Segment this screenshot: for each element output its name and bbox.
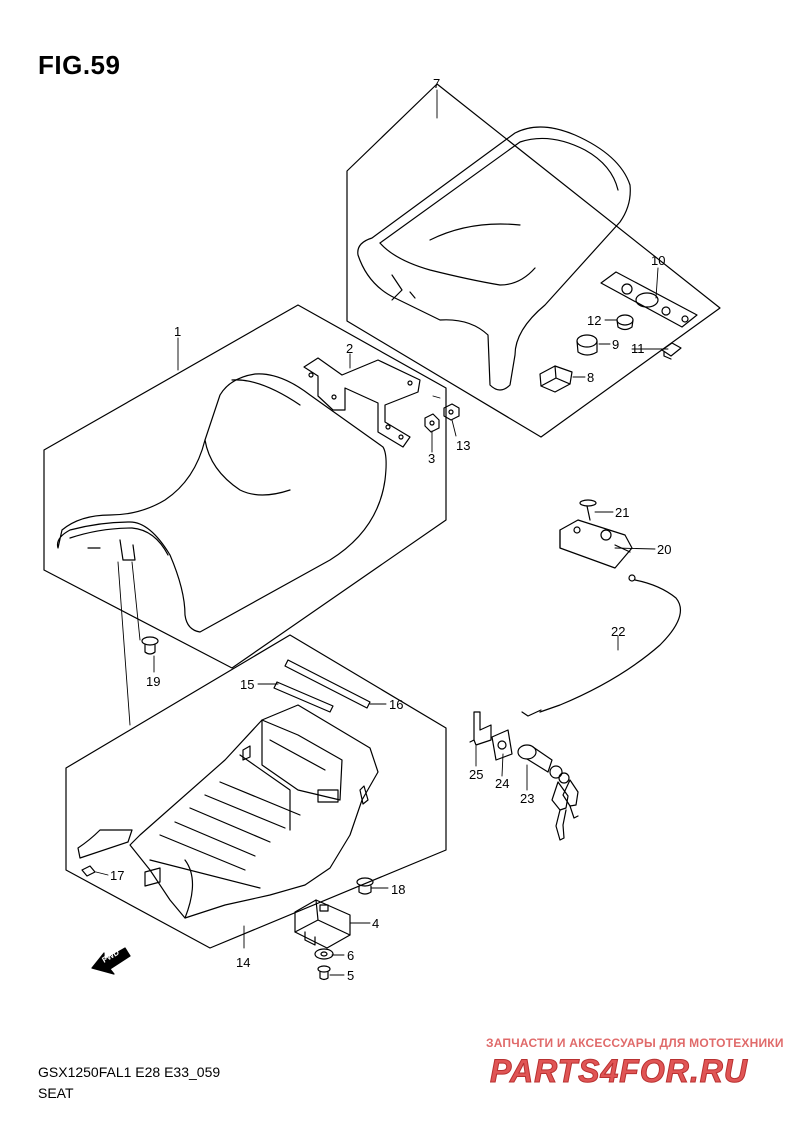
callout-25: 25 <box>469 767 484 782</box>
part-23-lock-keys <box>517 744 579 841</box>
callout-2: 2 <box>346 341 354 356</box>
callout-18: 18 <box>391 882 406 897</box>
part-4-unit <box>294 899 351 949</box>
callout-22: 22 <box>611 624 626 639</box>
svg-text:PARTS4FOR.RU: PARTS4FOR.RU <box>490 1053 748 1089</box>
callout-24: 24 <box>495 776 510 791</box>
part-21-screw <box>579 499 597 521</box>
part-10-plate <box>600 271 698 328</box>
callout-16: 16 <box>389 697 404 712</box>
callout-4: 4 <box>372 916 380 931</box>
callout-5: 5 <box>347 968 355 983</box>
seat-base-illustration <box>77 704 379 919</box>
callout-14: 14 <box>236 955 251 970</box>
part-6-washer <box>314 948 334 960</box>
callout-10: 10 <box>651 253 666 268</box>
fwd-arrow-icon <box>91 947 131 975</box>
callout-7: 7 <box>433 76 441 91</box>
callout-23: 23 <box>520 791 535 806</box>
front-seat-illustration <box>56 373 387 633</box>
section-name: SEAT <box>38 1085 74 1101</box>
part-16-strip <box>284 659 371 709</box>
part-18-bolt <box>356 877 374 895</box>
part-11-clip <box>661 342 682 360</box>
callout-8: 8 <box>587 370 595 385</box>
callout-13: 13 <box>456 438 471 453</box>
callout-15: 15 <box>240 677 255 692</box>
part-5-bolt <box>317 965 331 981</box>
part-24-plate <box>491 729 513 761</box>
callout-19: 19 <box>146 674 161 689</box>
callout-9: 9 <box>612 337 620 352</box>
group-box-seat-base <box>65 634 447 949</box>
part-19-bolt <box>141 636 159 655</box>
watermark-caption: ЗАПЧАСТИ И АКСЕССУАРЫ ДЛЯ МОТОТЕХНИКИ <box>486 1036 784 1050</box>
watermark-logo: PARTS4FOR.RU <box>490 1053 748 1090</box>
leader-lines <box>95 89 669 976</box>
callout-17: 17 <box>110 868 125 883</box>
callout-11: 11 <box>631 341 645 356</box>
group-box-front-seat <box>43 304 447 669</box>
group-box-rear-seat <box>346 83 721 438</box>
callout-1: 1 <box>174 324 182 339</box>
callout-21: 21 <box>615 505 630 520</box>
part-13-nut <box>443 403 460 421</box>
callout-12: 12 <box>587 313 602 328</box>
part-22-cable <box>521 574 681 717</box>
part-12-grommet <box>616 314 634 331</box>
part-20-lock-bracket <box>559 519 633 569</box>
callout-20: 20 <box>657 542 672 557</box>
part-15-strip <box>273 681 334 713</box>
part-8-block <box>539 365 573 393</box>
part-17-clip <box>81 865 96 877</box>
rear-seat-illustration <box>357 126 631 391</box>
part-3-nut <box>424 413 440 433</box>
part-9-cushion <box>576 334 598 356</box>
part-2-bracket <box>303 357 421 448</box>
figure-title: FIG.59 <box>38 50 121 80</box>
callout-3: 3 <box>428 451 436 466</box>
callout-6: 6 <box>347 948 355 963</box>
part-25-clip <box>469 711 492 746</box>
model-code: GSX1250FAL1 E28 E33_059 <box>38 1064 221 1080</box>
